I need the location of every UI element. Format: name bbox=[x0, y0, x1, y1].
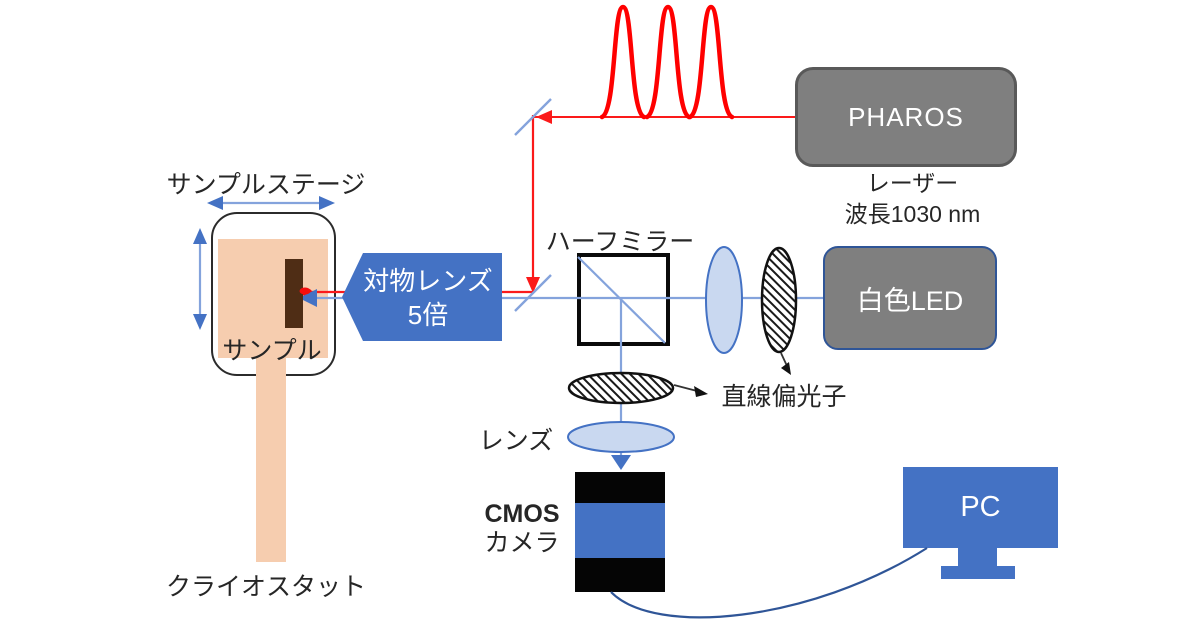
cmos-camera-body bbox=[575, 472, 665, 592]
laser-caption-line1: レーザー bbox=[866, 170, 959, 196]
polarizer-annotation-arrow-right bbox=[780, 352, 791, 375]
steering-mirror-top-icon bbox=[514, 98, 552, 136]
objective-lens-shape bbox=[342, 253, 502, 341]
linear-polarizer-label: 直線偏光子 bbox=[721, 383, 847, 411]
objective-lens-label-line1: 対物レンズ bbox=[363, 266, 493, 296]
condenser-lens-icon bbox=[705, 246, 743, 354]
half-mirror-cube bbox=[577, 253, 670, 346]
linear-polarizer-horizontal-icon bbox=[567, 371, 675, 405]
pharos-label: PHAROS bbox=[848, 101, 964, 132]
sample-label: サンプル bbox=[222, 337, 322, 365]
beam-arrow-to-camera bbox=[611, 455, 631, 470]
sample-stage-label: サンプルステージ bbox=[166, 171, 366, 199]
cmos-camera-label-line1: CMOS bbox=[484, 500, 560, 528]
white-led-label: 白色LED bbox=[856, 285, 964, 316]
pc-stand-base bbox=[941, 566, 1015, 579]
steering-mirror-bottom-icon bbox=[514, 274, 552, 312]
stage-x-arrow-icon bbox=[207, 196, 335, 210]
cmos-sensor-band bbox=[575, 503, 665, 558]
camera-pc-cable bbox=[610, 547, 928, 619]
cmos-camera-label-line2: カメラ bbox=[484, 529, 560, 557]
pc-monitor: PC bbox=[903, 467, 1058, 548]
imaging-lens-icon bbox=[567, 421, 675, 453]
white-led-box: 白色LED bbox=[823, 246, 997, 350]
pc-stand-neck bbox=[958, 548, 997, 566]
objective-lens-label: 対物レンズ 5倍 bbox=[350, 264, 506, 332]
pharos-laser-box: PHAROS bbox=[795, 67, 1017, 167]
stage-y-arrow-icon bbox=[193, 228, 207, 330]
polarizer-annotation-arrow-left bbox=[673, 384, 708, 397]
cmos-camera-label: CMOS カメラ bbox=[461, 500, 583, 558]
laser-pulse-train-icon bbox=[533, 4, 795, 120]
sample-chip bbox=[285, 259, 303, 328]
objective-lens-label-line2: 5倍 bbox=[407, 300, 449, 330]
linear-polarizer-vertical-icon bbox=[760, 246, 798, 354]
beam-arrow-to-sample bbox=[299, 289, 317, 307]
pc-label: PC bbox=[960, 491, 1001, 523]
laser-caption: レーザー 波長1030 nm bbox=[800, 168, 1025, 230]
cryostat-stem bbox=[256, 356, 286, 562]
laser-spot-on-sample bbox=[299, 287, 311, 295]
cryostat-label: クライオスタット bbox=[165, 573, 366, 601]
lens-label: レンズ bbox=[478, 427, 554, 455]
laser-caption-line2: 波長1030 nm bbox=[844, 201, 981, 227]
half-mirror-label: ハーフミラー bbox=[545, 228, 695, 256]
